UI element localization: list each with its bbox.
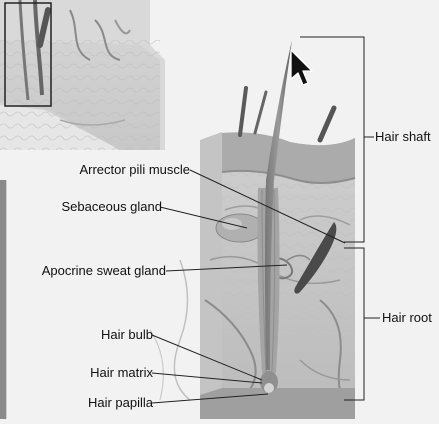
label-hair-papilla: Hair papilla (40, 395, 153, 410)
hair-papilla (264, 383, 274, 393)
label-hair-bulb: Hair bulb (40, 327, 153, 342)
sebaceous-gland (216, 214, 264, 242)
edge-bar-highlight (6, 180, 7, 419)
label-arrector-pili-muscle: Arrector pili muscle (30, 162, 190, 177)
skin-block-inset (0, 0, 165, 150)
label-hair-matrix: Hair matrix (40, 365, 153, 380)
label-hair-shaft: Hair shaft (375, 129, 431, 144)
label-hair-root: Hair root (382, 310, 432, 325)
edge-bar (0, 180, 6, 419)
background-vessels (150, 260, 190, 400)
surface-hairs (240, 88, 334, 140)
label-apocrine-sweat-gland: Apocrine sweat gland (0, 263, 166, 278)
arrow-cursor-icon (291, 50, 312, 85)
label-sebaceous-gland: Sebaceous gland (0, 199, 162, 214)
